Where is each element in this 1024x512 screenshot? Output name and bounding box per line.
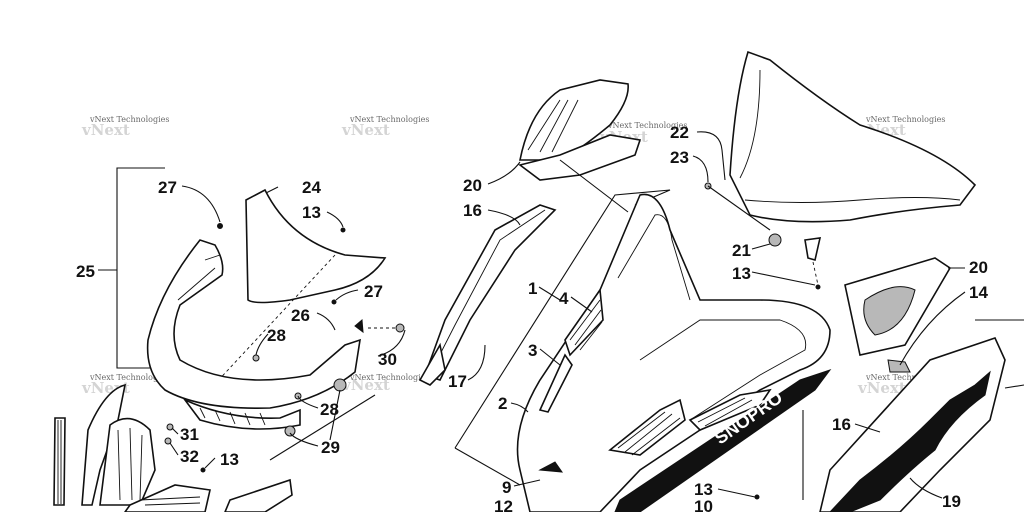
right-assembly: SNOPRO (418, 50, 1024, 512)
label-28: 28 (320, 400, 339, 419)
label-17: 17 (448, 372, 467, 391)
svg-text:vNext: vNext (81, 121, 130, 139)
label-27: 27 (158, 178, 177, 197)
label-25: 25 (76, 262, 95, 281)
part-labels: 27 24 13 25 27 26 28 30 28 29 31 32 13 2… (76, 123, 988, 512)
label-29: 29 (321, 438, 340, 457)
label-14: 14 (969, 283, 988, 302)
label-19: 19 (942, 492, 961, 511)
label-23: 23 (670, 148, 689, 167)
label-12: 12 (494, 497, 513, 512)
label-13: 13 (220, 450, 239, 469)
left-assembly (53, 167, 406, 512)
vent-4 (564, 287, 604, 357)
vent-3 (538, 353, 573, 413)
label-13: 13 (302, 203, 321, 222)
label-16: 16 (832, 415, 851, 434)
part-24 (245, 188, 387, 304)
label-21: 21 (732, 241, 751, 260)
watermark: vNext Technologies (865, 115, 945, 124)
label-9: 9 (502, 478, 511, 497)
label-31: 31 (180, 425, 199, 444)
label-3: 3 (528, 341, 537, 360)
label-24: 24 (302, 178, 321, 197)
label-26: 26 (291, 306, 310, 325)
label-32: 32 (180, 447, 199, 466)
svg-text:vNext: vNext (341, 376, 390, 394)
part-19-panel (819, 337, 1006, 512)
label-10: 10 (694, 497, 713, 512)
label-2: 2 (498, 394, 507, 413)
part-bumper (146, 239, 361, 409)
screw-27a (217, 223, 223, 229)
watermark: vNext Technologies (865, 373, 945, 382)
part-21 (768, 233, 782, 247)
watermark: vNext Technologies (89, 373, 169, 382)
part-22-windshield (729, 50, 977, 223)
label-20: 20 (463, 176, 482, 195)
screw-27b (331, 299, 337, 305)
watermark: vNext Technologies (607, 121, 687, 130)
label-30: 30 (378, 350, 397, 369)
watermark: vNext Technologies (349, 373, 429, 382)
svg-text:vNext: vNext (341, 121, 390, 139)
screw-13c (815, 284, 821, 290)
part-9-emblem (538, 461, 564, 473)
part-hood (516, 193, 831, 512)
label-22: 22 (670, 123, 689, 142)
label-20: 20 (969, 258, 988, 277)
label-13: 13 (732, 264, 751, 283)
label-4: 4 (559, 289, 569, 308)
label-27: 27 (364, 282, 383, 301)
label-13: 13 (694, 480, 713, 499)
svg-text:vNext: vNext (857, 379, 906, 397)
part-16-strip (423, 204, 557, 381)
part-14 (887, 359, 911, 373)
label-28: 28 (267, 326, 286, 345)
watermark: vNext Technologies (349, 115, 429, 124)
screw-13a (340, 227, 346, 233)
label-16: 16 (463, 201, 482, 220)
screw-13d (754, 494, 760, 500)
watermark: vNext Technologies (89, 115, 169, 124)
label-1: 1 (528, 279, 537, 298)
